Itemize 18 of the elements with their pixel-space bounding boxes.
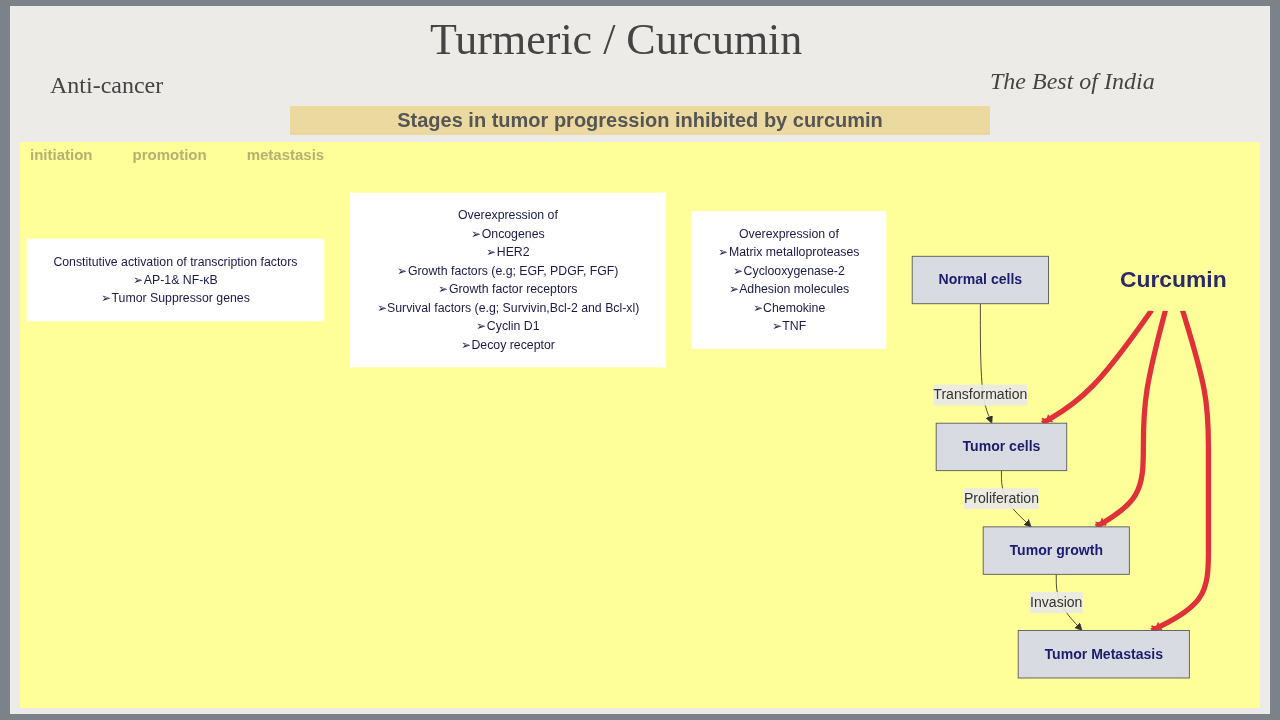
edge-label: Transformation: [933, 387, 1028, 403]
node-box: Constitutive activation of transcription factors ➢AP-1& NF-κB ➢Tumor Suppressor genes: [26, 239, 325, 322]
node-box: Tumor growth: [982, 526, 1130, 576]
node-box: Normal cells: [911, 256, 1049, 305]
node-text: Curcumin: [1119, 266, 1227, 294]
stage-note: metastasis: [246, 146, 325, 163]
node-box: Overexpression of ➢Matrix metalloproteases ➢Cyclooxygenase-2 ➢Adhesion molecules ➢Chemokine ➢TNF: [691, 211, 887, 350]
stage-note: promotion: [132, 146, 207, 163]
edge-label: Proliferation: [963, 491, 1039, 507]
stage-note: initiation: [30, 146, 93, 163]
tagline: The Best of India: [990, 68, 1155, 95]
node-box: Tumor cells: [935, 423, 1068, 472]
edge-label: Invasion: [1030, 595, 1083, 610]
node-box: Overexpression of ➢Oncogenes ➢HER2 ➢Growth factors (e.g; EGF, PDGF, FGF) ➢Growth factor receptors ➢Survival factors (e.g; Survivin,Bcl-2 and Bcl-xl) ➢Cyclin D1 ➢Decoy receptor: [349, 193, 667, 368]
slide-title: Turmeric / Curcumin: [430, 14, 803, 65]
diagram-heading: Stages in tumor progression inhibited by curcumin: [290, 106, 990, 135]
node-box: Tumor Metastasis: [1017, 630, 1190, 679]
subtitle: Anti-cancer: [50, 72, 164, 99]
